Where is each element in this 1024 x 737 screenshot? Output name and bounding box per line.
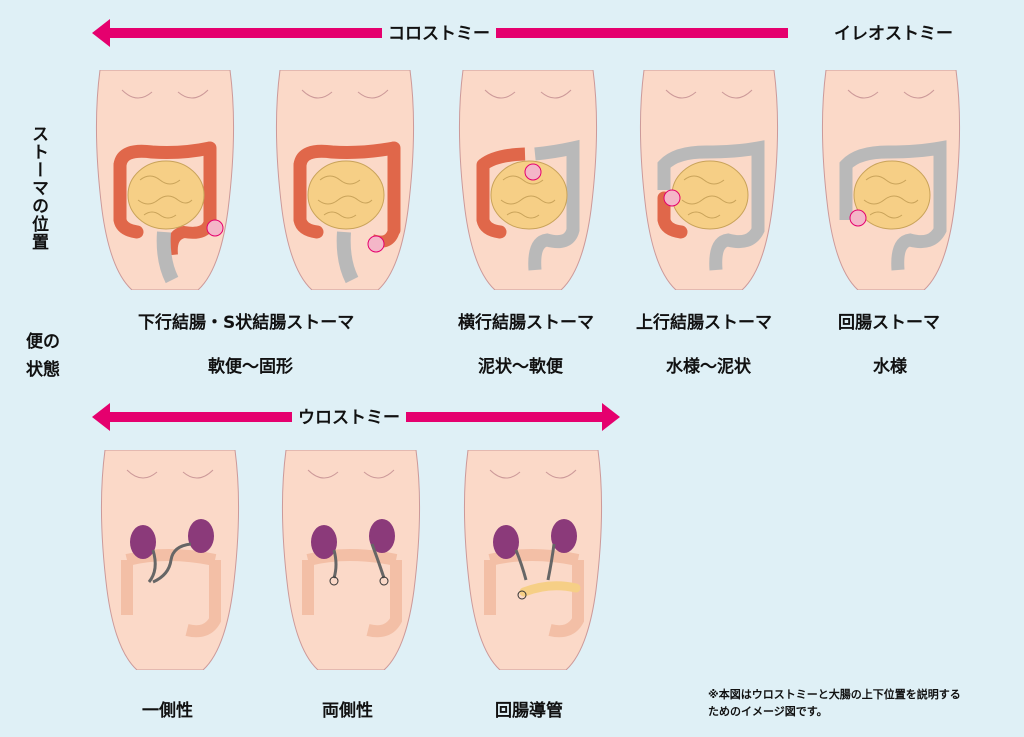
torso-sigmoid <box>275 70 415 290</box>
stool-transverse: 泥状〜軟便 <box>478 357 563 377</box>
stool-descending-sigmoid: 軟便〜固形 <box>208 357 293 377</box>
torso-ileum <box>821 70 961 290</box>
torso-bilateral <box>281 450 421 670</box>
stoma-position-label: ストーマの位置 <box>28 125 48 251</box>
stool-state-line2: 状態 <box>26 360 60 380</box>
label-unilateral: 一側性 <box>142 701 193 721</box>
label-ascending: 上行結腸ストーマ <box>636 313 772 333</box>
ileostomy-header: イレオストミー <box>828 19 959 44</box>
footnote-line2: ためのイメージ図です。 <box>708 705 828 718</box>
label-ileum: 回腸ストーマ <box>838 313 940 333</box>
torso-ileal-conduit <box>463 450 603 670</box>
torso-unilateral <box>100 450 240 670</box>
label-ileal-conduit: 回腸導管 <box>495 701 563 721</box>
footnote-line1: ※本図はウロストミーと大腸の上下位置を説明する <box>708 688 961 701</box>
torso-transverse <box>458 70 598 290</box>
colostomy-header: コロストミー <box>382 19 496 44</box>
label-descending-sigmoid: 下行結腸・S状結腸ストーマ <box>138 313 355 333</box>
label-transverse: 横行結腸ストーマ <box>458 313 594 333</box>
stool-state-line1: 便の <box>26 332 60 352</box>
urostomy-header: ウロストミー <box>292 403 406 428</box>
footnote: ※本図はウロストミーと大腸の上下位置を説明する ためのイメージ図です。 <box>708 686 961 720</box>
torso-descending-sigmoid <box>95 70 235 290</box>
stool-state-label: 便の 状態 <box>26 328 60 384</box>
torso-ascending <box>639 70 779 290</box>
label-bilateral: 両側性 <box>322 701 373 721</box>
stool-ileum: 水様 <box>873 357 907 377</box>
stool-ascending: 水様〜泥状 <box>666 357 751 377</box>
